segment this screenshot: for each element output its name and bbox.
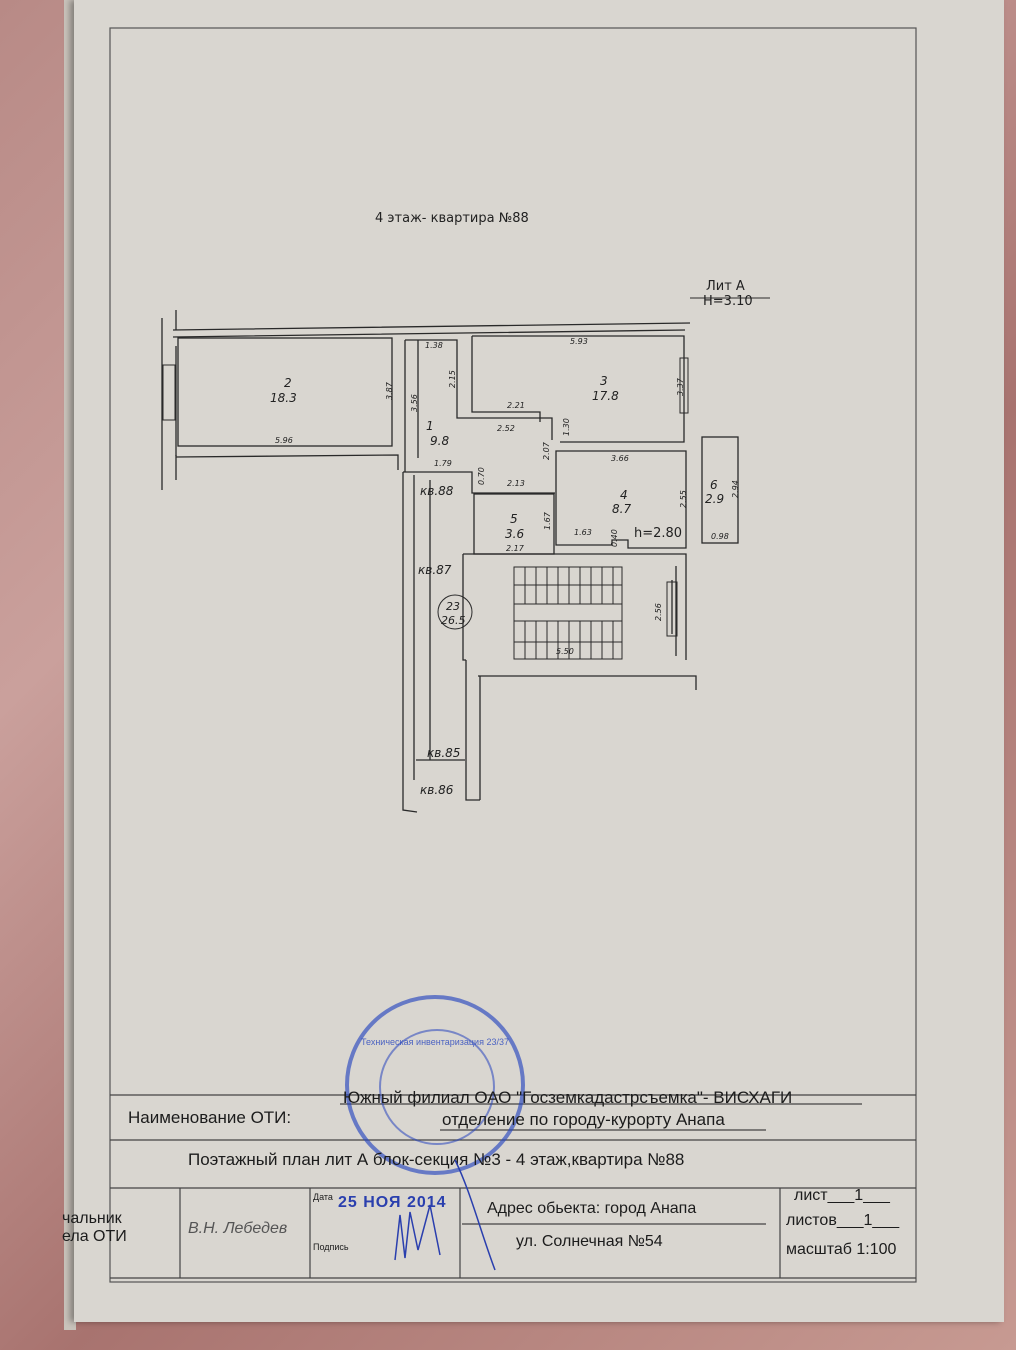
plan-name: Поэтажный план лит А блок-секция №3 - 4 … <box>188 1150 685 1169</box>
dimension: 1.79 <box>434 459 452 468</box>
dimension: 2.52 <box>497 424 515 433</box>
room-number: 6 <box>710 478 718 492</box>
room-area: 2.9 <box>705 492 724 506</box>
dimension: 0.70 <box>477 467 486 485</box>
oti-name-line1: Южный филиал ОАО "Госземкадастрсъемка"- … <box>343 1088 793 1107</box>
room-area: 9.8 <box>430 434 449 448</box>
date-label: Дата <box>313 1192 333 1202</box>
dimension: 2.94 <box>731 480 740 498</box>
dimension: 3.66 <box>611 454 629 463</box>
room-number: 2 <box>284 376 292 390</box>
apartment-label: кв.86 <box>420 783 454 797</box>
position-line1: чальник <box>62 1210 122 1227</box>
dimension: 2.15 <box>448 370 457 388</box>
room-number: 3 <box>600 374 608 388</box>
sheets-total: листов___1___ <box>786 1212 900 1229</box>
address-line2: ул. Солнечная №54 <box>516 1233 663 1250</box>
room-number: 1 <box>426 419 434 433</box>
room-area: 3.6 <box>505 527 524 541</box>
dimension: 5.93 <box>570 337 588 346</box>
address-line1: Адрес обьекта: город Анапа <box>487 1200 697 1217</box>
walls <box>161 310 739 813</box>
room-area: 17.8 <box>592 389 619 403</box>
height-label: H=3.10 <box>703 294 753 309</box>
windows <box>162 357 689 637</box>
sheet-number: лист___1___ <box>794 1187 890 1204</box>
dimension: 3.37 <box>676 377 685 396</box>
room-number: 23 <box>446 600 460 613</box>
dimension: 2.07 <box>542 441 551 460</box>
dimension: 3.56 <box>410 394 419 412</box>
organization-stamp: Техническая инвентаризация 23/37 <box>345 995 525 1175</box>
dimension: 2.13 <box>507 479 525 488</box>
dimension: 1.63 <box>574 528 592 537</box>
dimension: 5.96 <box>275 436 293 445</box>
plan-labels: 4 этаж- квартира №88 Лит А H=3.10 2 18.3… <box>270 211 753 797</box>
room-area: 26.5 <box>441 614 466 627</box>
dimension: 2.55 <box>679 490 688 508</box>
document-sheet <box>74 0 1004 1322</box>
dimension: 3.87 <box>385 381 394 400</box>
dimension: 2.56 <box>654 603 663 621</box>
apartment-label: кв.85 <box>427 746 460 760</box>
dimension: 5.50 <box>556 647 574 656</box>
room-23-circle <box>437 594 473 630</box>
dimension: 0.98 <box>711 532 729 541</box>
lit-label: Лит А <box>706 279 745 294</box>
apartment-label: кв.88 <box>420 484 454 498</box>
scale: масштаб 1:100 <box>786 1241 897 1258</box>
dimension: 1.30 <box>562 418 571 436</box>
signature-label: Подпись <box>313 1242 349 1252</box>
apartment-label: кв.87 <box>418 563 452 577</box>
stairs <box>513 566 623 660</box>
dimension: 2.17 <box>506 544 525 553</box>
dimension: 1.67 <box>543 511 552 530</box>
room4-height: h=2.80 <box>634 526 682 541</box>
dimension: 2.21 <box>507 401 525 410</box>
dimension: 0.40 <box>610 529 619 547</box>
date-stamp: 25 НОЯ 2014 <box>338 1194 447 1211</box>
position-line2: ела ОТИ <box>62 1228 127 1245</box>
room-number: 4 <box>620 488 628 502</box>
dimension: 1.38 <box>425 341 443 350</box>
room-number: 5 <box>510 512 518 526</box>
room-area: 8.7 <box>612 502 631 516</box>
plan-title: 4 этаж- квартира №88 <box>375 211 529 226</box>
sheet-frame <box>109 27 917 1283</box>
paper-edge <box>64 0 76 1330</box>
oti-name-line2: отделение по городу-курорту Анапа <box>442 1110 725 1129</box>
room-area: 18.3 <box>270 391 297 405</box>
oti-label: Наименование ОТИ: <box>128 1108 292 1127</box>
person-name: В.Н. Лебедев <box>188 1220 288 1237</box>
